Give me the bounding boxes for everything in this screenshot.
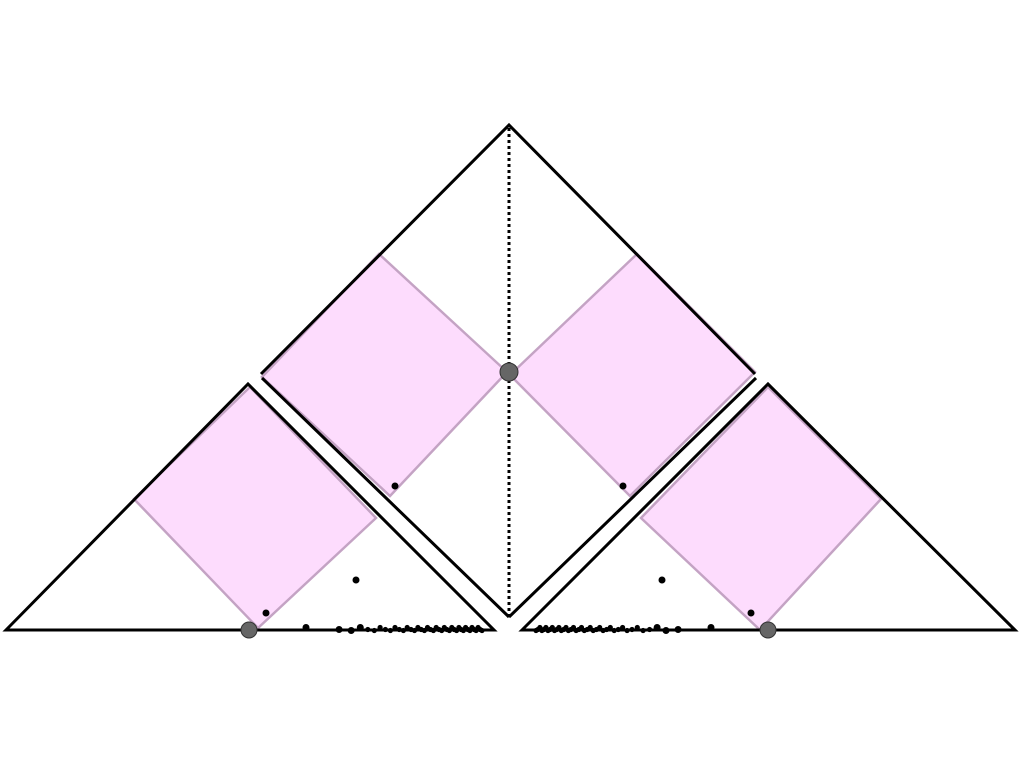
baseline-dot-cluster-left bbox=[302, 624, 485, 634]
square-top-left bbox=[260, 252, 509, 498]
small-dot bbox=[352, 576, 360, 584]
baseline-dot bbox=[335, 626, 343, 633]
vertex-dot-center bbox=[499, 362, 519, 382]
baseline-dot bbox=[629, 626, 635, 633]
baseline-dot bbox=[411, 627, 418, 634]
baseline-dot bbox=[377, 624, 383, 631]
small-dots bbox=[262, 482, 755, 617]
baseline-dot bbox=[620, 624, 626, 631]
baseline-dot bbox=[707, 624, 715, 631]
baseline-dot bbox=[647, 626, 653, 633]
small-dot bbox=[747, 609, 755, 617]
baseline-dot bbox=[400, 627, 406, 634]
baseline-dot bbox=[634, 624, 640, 631]
small-dot bbox=[658, 576, 666, 584]
baseline-dot bbox=[396, 626, 402, 633]
small-dot bbox=[262, 609, 270, 617]
baseline-dot bbox=[387, 627, 393, 634]
baseline-dot bbox=[371, 627, 377, 634]
baseline-dot-cluster-right bbox=[533, 624, 715, 634]
large-triangle-right-inner-edge bbox=[260, 376, 511, 619]
inscribed-squares bbox=[132, 252, 883, 632]
vertex-dot-right bbox=[759, 621, 777, 639]
vertex-dots bbox=[240, 362, 777, 639]
vertex-dot-left bbox=[240, 621, 258, 639]
baseline-dot bbox=[533, 627, 539, 634]
baseline-dot bbox=[640, 627, 646, 634]
baseline-dot bbox=[624, 627, 630, 634]
large-triangle-top bbox=[259, 122, 757, 376]
large-triangle-left-inner-edge bbox=[507, 376, 758, 619]
baseline-dot bbox=[365, 626, 371, 633]
baseline-dot bbox=[653, 624, 661, 631]
baseline-dot bbox=[674, 626, 682, 633]
baseline-dot bbox=[356, 624, 364, 631]
baseline-dot bbox=[392, 624, 398, 631]
baseline-dot bbox=[382, 626, 388, 633]
baseline-dot bbox=[479, 627, 485, 634]
baseline-dot bbox=[662, 627, 670, 634]
baseline-dot bbox=[347, 627, 355, 634]
baseline-dot bbox=[302, 624, 310, 631]
small-dot bbox=[619, 482, 627, 490]
baseline-dot bbox=[611, 627, 617, 634]
small-dot bbox=[391, 482, 399, 490]
baseline-dot bbox=[600, 627, 606, 634]
baseline-dot bbox=[615, 626, 621, 633]
